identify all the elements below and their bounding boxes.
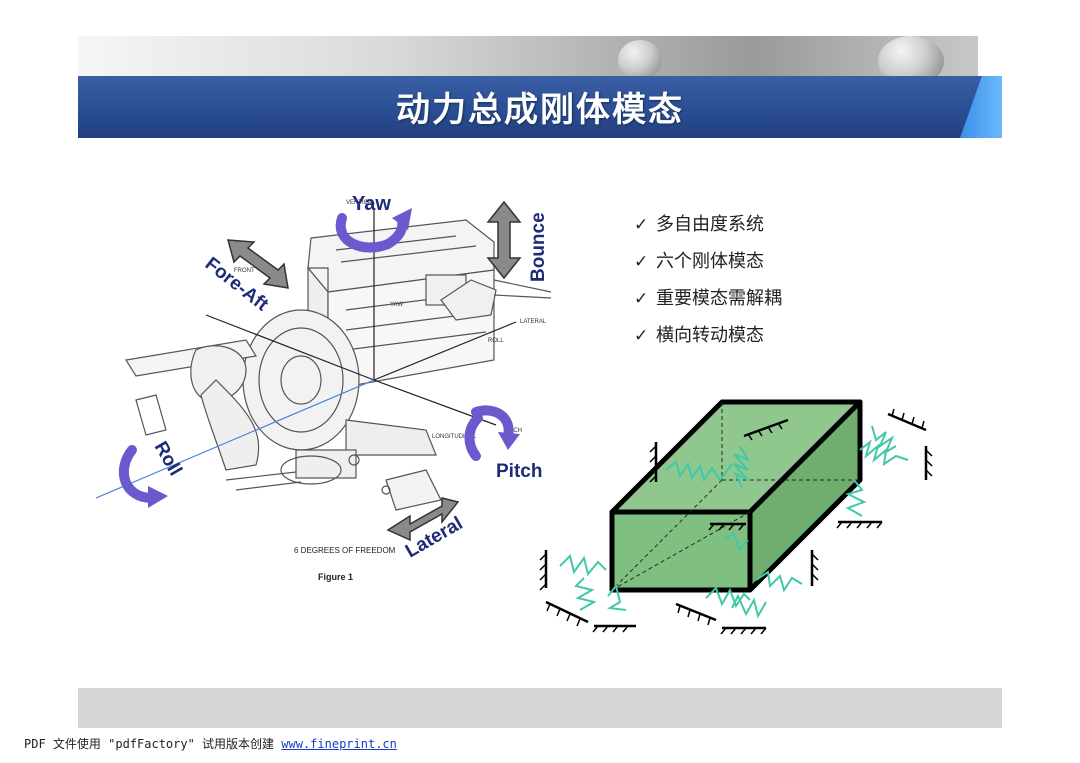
front-small-label: FRONT: [234, 268, 255, 274]
list-item-text: 多自由度系统: [656, 213, 764, 235]
page-title: 动力总成刚体模态: [396, 90, 684, 130]
checkmark-icon: ✓: [634, 325, 649, 346]
yaw-small-label: YAW: [390, 302, 403, 308]
figure-number: Figure 1: [318, 572, 353, 582]
pitch-arrow-icon: [471, 405, 514, 441]
pitch-arrowhead-icon: [498, 432, 520, 450]
water-drop-decor: [878, 36, 944, 76]
list-item: ✓ 重要模态需解耦: [634, 280, 782, 317]
list-item: ✓ 横向转动模态: [634, 317, 782, 354]
fore-aft-arrow-icon: [226, 239, 289, 289]
yaw-arrowhead-icon: [392, 208, 412, 230]
longitudinal-small-label: LONGITUDINAL: [432, 434, 477, 440]
title-banner: 动力总成刚体模态: [78, 76, 1002, 138]
rigid-box: [609, 399, 863, 593]
list-item: ✓ 六个刚体模态: [634, 243, 782, 280]
water-drop-decor: [618, 40, 662, 76]
fineprint-link[interactable]: www.fineprint.cn: [281, 737, 397, 751]
list-item-text: 重要模态需解耦: [656, 287, 782, 309]
yaw-label: Yaw: [352, 193, 391, 215]
hidden-edges: [611, 402, 860, 591]
ground-supports: [539, 408, 933, 635]
feature-list: ✓ 多自由度系统 ✓ 六个刚体模态 ✓ 重要模态需解耦 ✓ 横向转动模态: [634, 206, 782, 354]
rigid-body-spring-diagram: [539, 399, 933, 635]
yaw-arrow-icon: [335, 213, 408, 253]
lateral-label: Lateral: [402, 513, 466, 562]
header-decor-band: [78, 36, 978, 76]
list-item: ✓ 多自由度系统: [634, 206, 782, 243]
roll-arrowhead-icon: [148, 486, 168, 508]
pdf-footer-note: PDF 文件使用 "pdfFactory" 试用版本创建 www.finepri…: [24, 735, 397, 752]
pitch-label: Pitch: [496, 461, 542, 482]
checkmark-icon: ✓: [634, 214, 649, 235]
checkmark-icon: ✓: [634, 251, 649, 272]
footer-bar: [78, 688, 1002, 728]
lateral-arrow-icon: [386, 497, 460, 542]
vertical-small-label: VERTICAL: [346, 200, 376, 206]
engine-dof-figure: VERTICAL FRONT YAW LATERAL ROLL LONGITUD…: [96, 193, 552, 582]
springs: [559, 425, 909, 619]
checkmark-icon: ✓: [634, 288, 649, 309]
bounce-arrow-icon: [486, 200, 522, 280]
lateral-small-label: LATERAL: [520, 319, 547, 325]
list-item-text: 横向转动模态: [656, 324, 764, 346]
bounce-label: Bounce: [528, 212, 549, 282]
roll-small-label: ROLL: [488, 338, 504, 344]
pdf-note-text: PDF 文件使用 "pdfFactory" 试用版本创建: [24, 737, 282, 751]
list-item-text: 六个刚体模态: [656, 250, 764, 272]
roll-arrow-icon: [118, 445, 157, 503]
figure-caption: 6 DEGREES OF FREEDOM: [294, 546, 396, 555]
engine-drawing: [125, 219, 552, 511]
